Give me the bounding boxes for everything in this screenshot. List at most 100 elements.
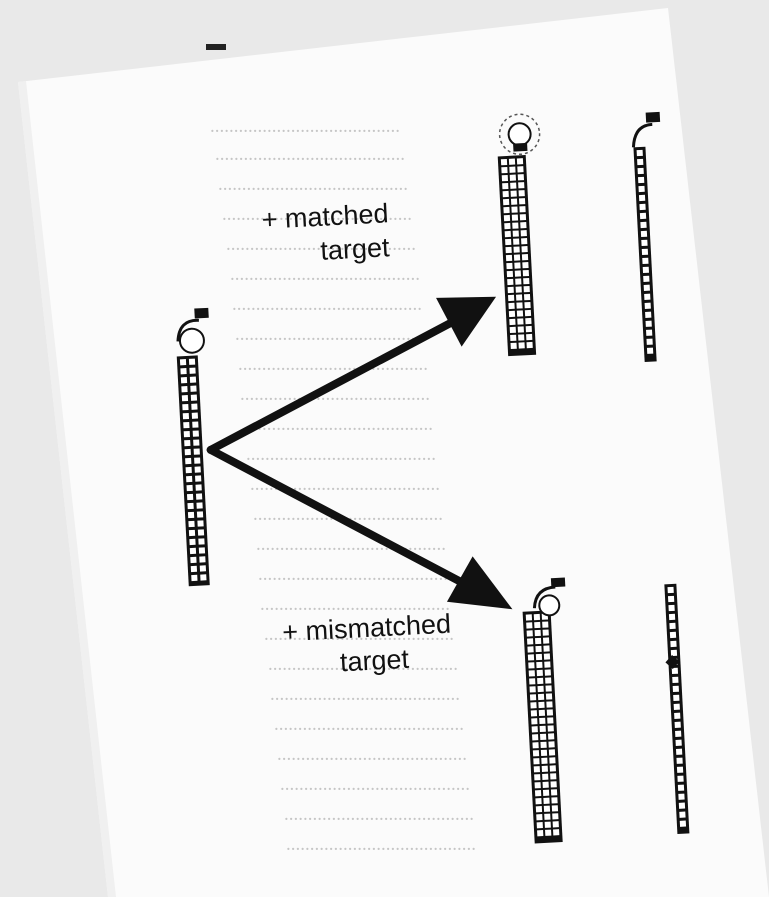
tower-cell xyxy=(179,359,187,366)
tower-cell xyxy=(525,614,533,621)
tower-cell xyxy=(543,805,551,812)
tower-cell xyxy=(533,613,541,621)
tower-cell xyxy=(667,595,675,603)
tower-cell xyxy=(542,629,549,636)
tower-cell xyxy=(534,621,541,629)
tower-cell xyxy=(646,329,653,336)
tower-cell xyxy=(668,613,676,621)
tower-cell xyxy=(509,174,517,181)
tower-cell xyxy=(637,167,644,175)
tower-cell xyxy=(517,318,524,325)
tower-cell xyxy=(510,190,517,197)
tower-cell xyxy=(534,629,541,637)
tower-cell xyxy=(677,784,685,791)
tower-cell xyxy=(669,622,676,630)
tower-cell xyxy=(186,493,194,501)
tower-cell xyxy=(539,717,546,725)
tower-cell xyxy=(540,741,547,749)
tower-cell xyxy=(189,376,197,383)
tower-cell xyxy=(504,222,511,230)
tower-cell xyxy=(186,475,193,483)
tower-cell xyxy=(513,238,520,245)
tower-cell xyxy=(551,805,559,812)
svg-text:..............................: ........................................ xyxy=(256,534,446,555)
tower-cell xyxy=(672,685,679,693)
tower-cell xyxy=(675,730,682,737)
tower-cell xyxy=(537,693,545,701)
tower-cell xyxy=(528,670,535,677)
tower-cell xyxy=(519,214,527,221)
tower-cell xyxy=(505,238,512,246)
tower-cell xyxy=(523,285,530,293)
tower-cell xyxy=(644,302,651,309)
tower-cell xyxy=(512,222,519,229)
tower-cell xyxy=(552,821,559,828)
neighbor-lamp-icon xyxy=(631,111,661,148)
tower-cell xyxy=(518,182,525,189)
matched-neighbor-tower xyxy=(633,146,657,363)
tower-cell xyxy=(189,367,196,374)
svg-text:..............................: ........................................ xyxy=(250,474,440,495)
tower-cell xyxy=(526,341,533,349)
tower-cell xyxy=(193,448,200,455)
tower-cell xyxy=(523,293,531,301)
tower-cell xyxy=(532,750,540,757)
tower-cell xyxy=(184,439,191,447)
tower-cell xyxy=(188,520,195,528)
svg-text:..............................: ........................................ xyxy=(210,116,400,137)
tower-cell xyxy=(537,677,544,685)
tower-cell xyxy=(520,222,527,229)
tower-cell xyxy=(547,733,555,740)
tower-cell xyxy=(508,310,516,318)
paper-shadow xyxy=(18,81,116,897)
tower-cell xyxy=(510,182,517,189)
tower-cell xyxy=(543,653,551,660)
tower-cell xyxy=(545,685,552,692)
tower-cell xyxy=(519,206,526,213)
tower-cell xyxy=(643,275,650,282)
tower-cell xyxy=(502,198,510,206)
arrow-to-mismatched xyxy=(206,445,513,610)
matched-label-line2: target xyxy=(320,232,391,266)
tower-cell xyxy=(547,717,554,724)
tower-cell xyxy=(183,430,190,438)
tower-cell xyxy=(184,448,191,456)
tower-cell xyxy=(515,294,523,301)
tower-cell xyxy=(640,221,647,229)
tower-cell xyxy=(545,693,553,700)
figure: + matched target + mismatched target xyxy=(176,111,690,844)
tower-cell xyxy=(505,254,513,262)
tower-cell xyxy=(644,293,651,300)
tower-cell xyxy=(183,421,190,429)
tower-cell xyxy=(545,829,552,836)
tower-cell xyxy=(513,254,521,261)
tower-cell xyxy=(191,574,198,582)
tower-cell xyxy=(521,254,529,261)
tower-cell xyxy=(638,185,645,193)
tower-cell xyxy=(504,230,511,238)
tower-cell xyxy=(503,214,511,222)
tower-cell xyxy=(189,538,196,546)
tower-cell xyxy=(518,198,526,205)
tower-cell xyxy=(640,230,648,238)
tower-cell xyxy=(522,269,530,277)
tower-cell xyxy=(513,246,520,253)
svg-text:..............................: ........................................ xyxy=(226,234,416,255)
tower-cell xyxy=(669,631,677,639)
tower-cell xyxy=(641,248,649,256)
tower-cell xyxy=(538,709,546,717)
tower-cell xyxy=(502,190,509,198)
tower-cell xyxy=(195,484,202,491)
mismatched-neighbor-tower xyxy=(664,583,690,834)
tower-cell xyxy=(546,701,553,708)
tower-cell xyxy=(541,757,548,764)
tower-cell xyxy=(502,182,509,190)
tower-cell xyxy=(533,758,540,765)
tower-cell xyxy=(523,277,530,285)
tower-cell xyxy=(676,757,683,764)
tower-cell xyxy=(526,630,533,637)
svg-text:..............................: ........................................ xyxy=(258,564,448,585)
tower-cell xyxy=(534,774,541,781)
tower-cell xyxy=(182,403,189,411)
